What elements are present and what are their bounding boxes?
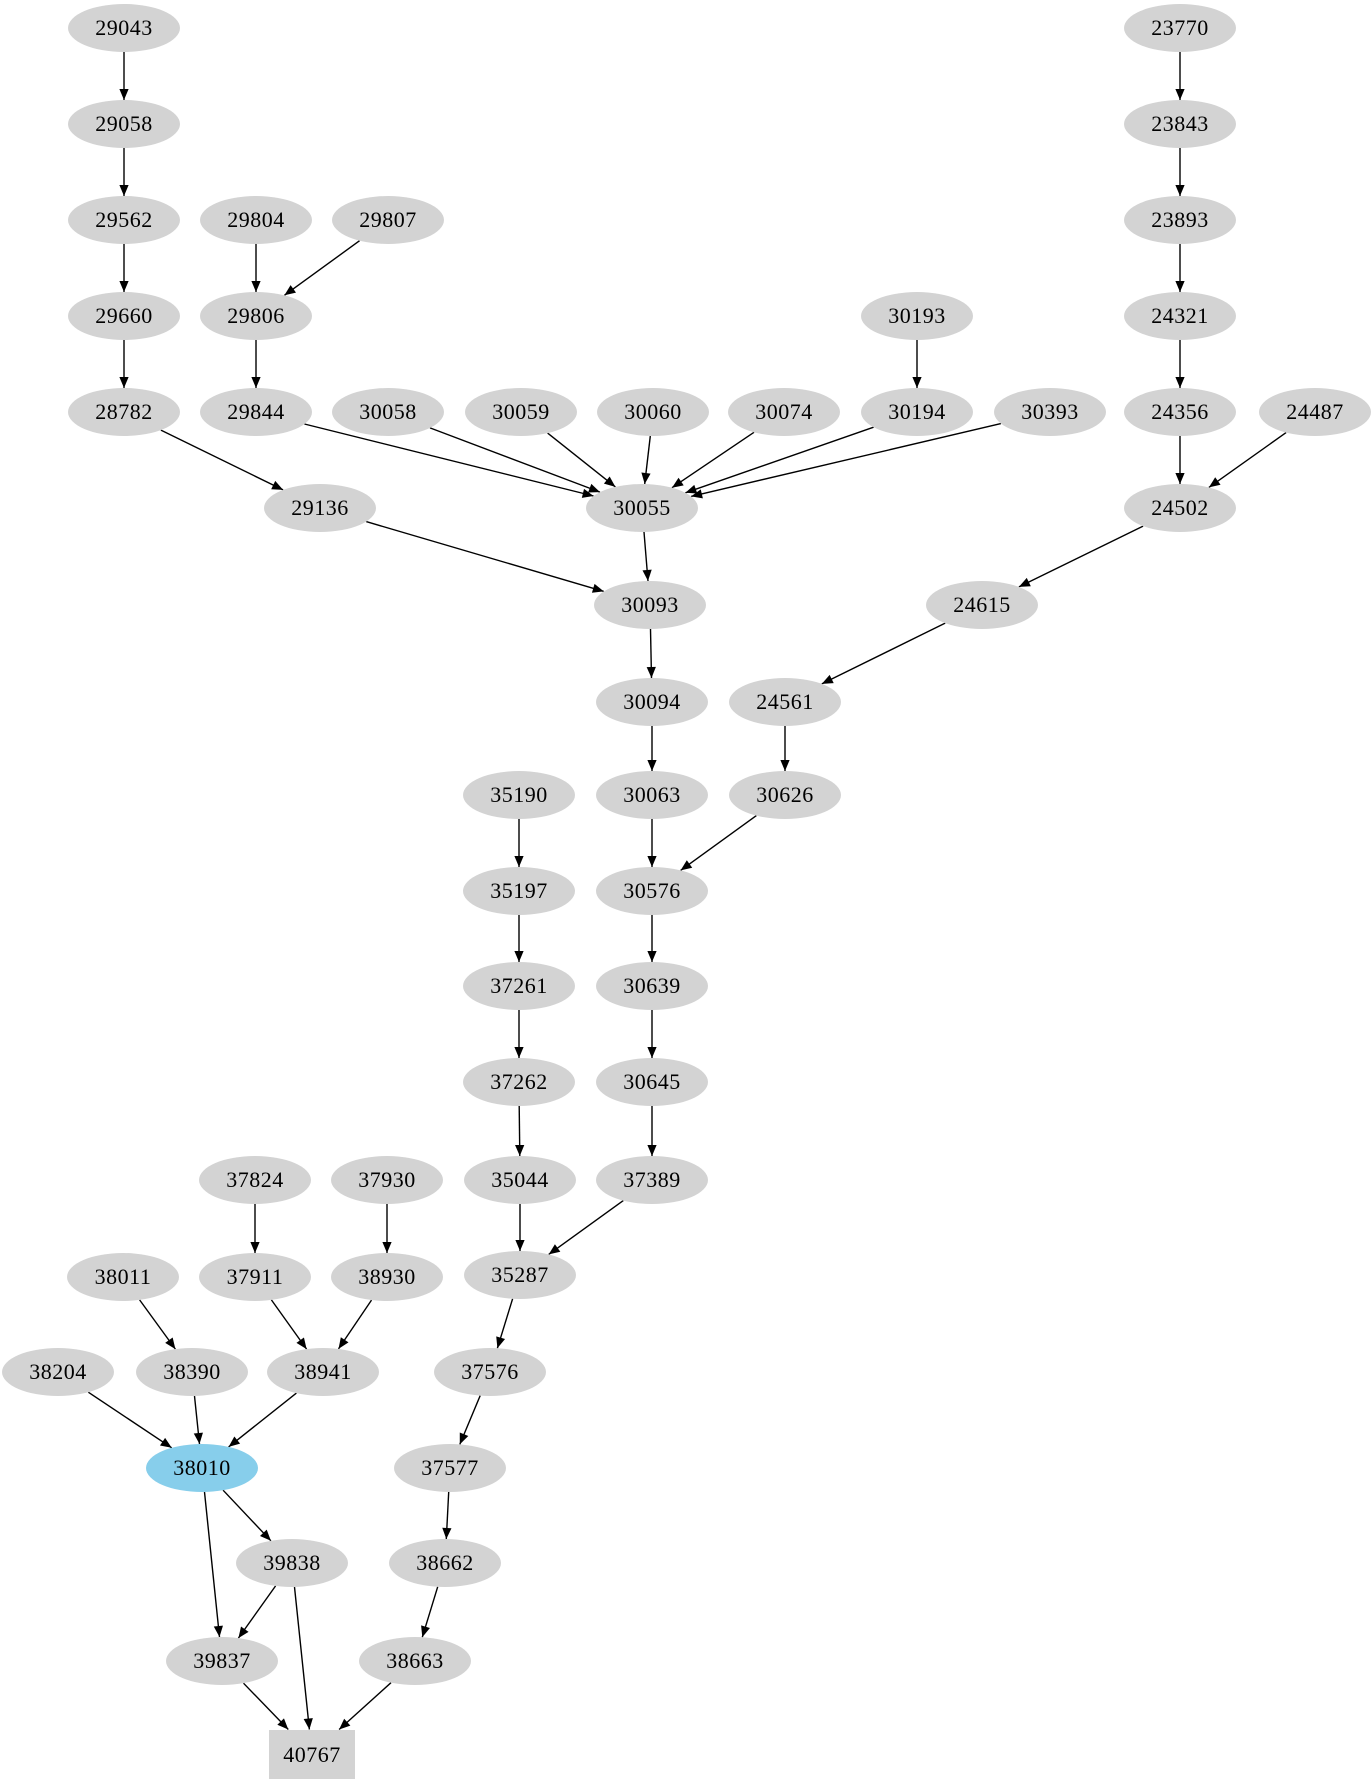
node-37911: 37911 [199,1253,311,1301]
node-29804: 29804 [200,196,312,244]
edge-38941-38010 [228,1392,297,1448]
node-29562: 29562 [68,196,180,244]
node-37930: 37930 [331,1156,443,1204]
edge-38663-40767 [338,1682,392,1731]
edge-38662-38663 [421,1586,439,1638]
node-24502: 24502 [1124,484,1236,532]
node-38941: 38941 [267,1348,379,1396]
node-38930: 38930 [331,1253,443,1301]
node-30093: 30093 [594,581,706,629]
node-39838: 39838 [236,1539,348,1587]
node-23770: 23770 [1124,4,1236,52]
node-40767: 40767 [269,1730,355,1779]
node-30639: 30639 [596,962,708,1010]
node-37389: 37389 [596,1156,708,1204]
node-35190: 35190 [463,771,575,819]
edge-29844-30055 [304,423,594,498]
node-39837: 39837 [166,1637,278,1685]
node-37577: 37577 [394,1444,506,1492]
node-30058: 30058 [332,388,444,436]
node-30059: 30059 [465,388,577,436]
node-37261: 37261 [463,962,575,1010]
edge-39838-39837 [237,1585,277,1639]
node-24356: 24356 [1124,388,1236,436]
edge-37262-35044 [515,1105,525,1157]
node-29806: 29806 [200,292,312,340]
edge-37576-37577 [459,1395,481,1445]
edge-24487-24502 [1208,432,1287,488]
node-30576: 30576 [596,867,708,915]
node-30063: 30063 [596,771,708,819]
edge-30074-30055 [671,431,755,489]
edge-38010-39837 [203,1491,223,1638]
edge-30194-30055 [685,426,874,494]
node-30193: 30193 [861,292,973,340]
edge-39837-40767 [242,1682,289,1730]
node-30055: 30055 [586,484,698,532]
edge-29136-30093 [366,520,604,593]
node-29844: 29844 [200,388,312,436]
edge-37577-38662 [442,1491,452,1540]
node-29058: 29058 [68,100,180,148]
edge-35287-37576 [496,1298,514,1349]
node-29136: 29136 [264,484,376,532]
node-38010: 38010 [146,1444,258,1492]
node-38663: 38663 [359,1637,471,1685]
node-38011: 38011 [67,1253,179,1301]
edge-30093-30094 [646,628,656,679]
edge-38390-38010 [193,1395,203,1445]
edge-38204-38010 [87,1391,173,1449]
node-23843: 23843 [1124,100,1236,148]
node-24561: 24561 [729,678,841,726]
node-29807: 29807 [332,196,444,244]
node-30645: 30645 [596,1058,708,1106]
edge-30060-30055 [641,435,651,485]
node-30626: 30626 [729,771,841,819]
node-35197: 35197 [463,867,575,915]
edge-30393-30055 [690,422,1002,499]
edge-39838-40767 [293,1586,313,1730]
edge-30058-30055 [429,427,601,493]
node-37824: 37824 [199,1156,311,1204]
node-35287: 35287 [464,1251,576,1299]
edge-30055-30093 [642,531,652,582]
edge-24502-24615 [1018,525,1144,588]
node-35044: 35044 [464,1156,576,1204]
node-30194: 30194 [861,388,973,436]
node-28782: 28782 [68,388,180,436]
node-30060: 30060 [597,388,709,436]
edge-28782-29136 [160,429,284,491]
edge-38011-38390 [139,1299,176,1350]
node-24321: 24321 [1124,292,1236,340]
edge-30059-30055 [547,432,616,488]
node-38390: 38390 [136,1348,248,1396]
node-23893: 23893 [1124,196,1236,244]
edge-30626-30576 [680,815,757,871]
node-37262: 37262 [463,1058,575,1106]
edge-38930-38941 [337,1299,373,1350]
edge-24615-24561 [821,622,946,685]
node-24615: 24615 [926,581,1038,629]
edge-37911-38941 [270,1299,308,1350]
edge-29807-29806 [283,240,361,296]
node-30074: 30074 [728,388,840,436]
node-30094: 30094 [596,678,708,726]
node-24487: 24487 [1259,388,1371,436]
node-38662: 38662 [389,1539,501,1587]
node-37576: 37576 [434,1348,546,1396]
node-29043: 29043 [68,4,180,52]
node-30393: 30393 [994,388,1106,436]
edge-37389-35287 [548,1200,624,1255]
node-38204: 38204 [2,1348,114,1396]
edge-38010-39838 [222,1489,272,1542]
node-29660: 29660 [68,292,180,340]
